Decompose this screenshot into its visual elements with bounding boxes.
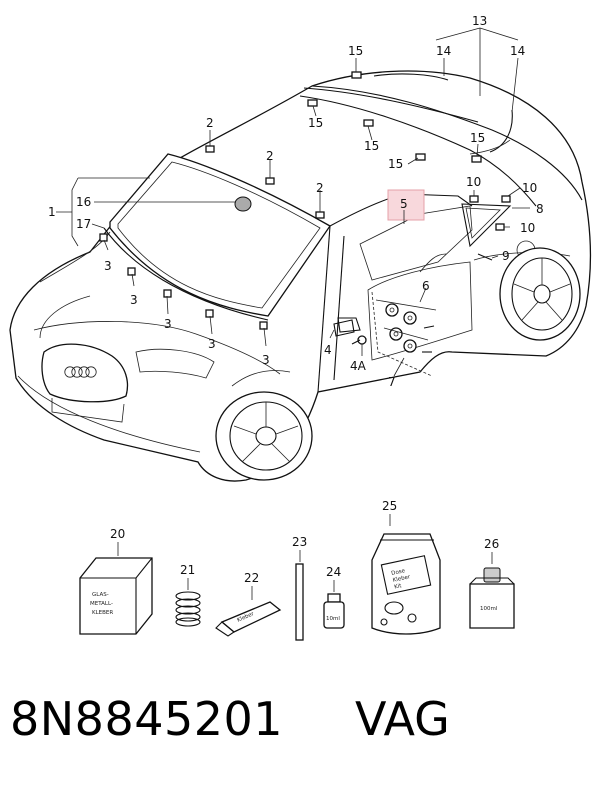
part-24-small-bottle: 24 10ml — [323, 565, 345, 629]
front-wheel — [215, 391, 313, 481]
callout-26: 26 — [484, 537, 499, 551]
callout-5: 5 — [400, 197, 408, 211]
callout-2-mid: 2 — [266, 149, 274, 163]
large-bottle-text: 100ml — [480, 606, 498, 612]
windshield — [109, 153, 331, 317]
callout-7: 7 — [388, 375, 396, 389]
part-22-tube: 22 Kleber — [215, 571, 282, 637]
callout-13: 13 — [472, 14, 487, 28]
callout-1: 1 — [48, 205, 56, 219]
callout-10-c: 10 — [520, 221, 535, 235]
box-text-line-1: GLAS- — [92, 592, 109, 598]
callout-2-right: 2 — [316, 181, 324, 195]
callout-22: 22 — [244, 571, 259, 585]
callout-3-d: 3 — [208, 337, 216, 351]
callout-8: 8 — [536, 202, 544, 216]
callout-14-right: 14 — [510, 44, 525, 58]
callout-labels: 13 14 14 15 15 15 15 15 2 2 2 1 16 17 3 … — [48, 14, 544, 389]
callout-10-b: 10 — [522, 181, 537, 195]
rear-wheel — [499, 247, 581, 341]
footer-bar: 8N8845201 VAG — [0, 686, 600, 776]
part-20-adhesive-box: 20 GLAS- METALL- KLEBER — [79, 527, 153, 635]
callout-2-left: 2 — [206, 116, 214, 130]
callout-21: 21 — [180, 563, 195, 577]
part-number: 8N8845201 — [10, 692, 284, 746]
part-25-adhesive-kit-bag: 25 Dose Kleber Kit — [371, 499, 441, 635]
quarter-window — [461, 203, 512, 248]
callout-10-a: 10 — [466, 175, 481, 189]
leader-lines — [56, 27, 530, 377]
callout-14-left: 14 — [436, 44, 451, 58]
accessory-parts: 20 GLAS- METALL- KLEBER 21 22 Kleber — [79, 499, 515, 641]
car-illustration — [9, 70, 591, 482]
box-text-line-2: METALL- — [90, 601, 113, 607]
highlight-box-part-5 — [387, 189, 425, 221]
callout-24: 24 — [326, 565, 341, 579]
bag-text-line-3: Kit — [394, 583, 403, 591]
callout-3-e: 3 — [262, 353, 270, 367]
front-grille — [41, 343, 129, 403]
callout-3-b: 3 — [130, 293, 138, 307]
audi-logo — [64, 366, 97, 378]
callout-15-mid: 15 — [364, 139, 379, 153]
parts-diagram: 13 14 14 15 15 15 15 15 2 2 2 1 16 17 3 … — [9, 14, 591, 641]
callout-20: 20 — [110, 527, 125, 541]
bag-text-line-2: Kleber — [392, 574, 411, 584]
part-21-coil: 21 — [175, 563, 201, 627]
callout-9: 9 — [502, 249, 510, 263]
callout-17: 17 — [76, 217, 91, 231]
callout-3-c: 3 — [164, 317, 172, 331]
callout-25: 25 — [382, 499, 397, 513]
callout-15-lower: 15 — [388, 157, 403, 171]
callout-15-top: 15 — [348, 44, 363, 58]
callout-15-right: 15 — [470, 131, 485, 145]
part-26-large-bottle: 26 100ml — [469, 537, 515, 629]
callout-16: 16 — [76, 195, 91, 209]
small-bottle-text: 10ml — [326, 616, 340, 622]
bag-text-line-1: Dose — [391, 568, 406, 577]
brand-name: VAG — [355, 692, 450, 746]
callout-23: 23 — [292, 535, 307, 549]
callout-4: 4 — [324, 343, 332, 357]
callout-3-a: 3 — [104, 259, 112, 273]
callout-6: 6 — [422, 279, 430, 293]
callout-4a: 4A — [350, 359, 367, 373]
part-23-rod: 23 — [292, 535, 307, 641]
box-text-line-3: KLEBER — [92, 610, 113, 616]
callout-15-left: 15 — [308, 116, 323, 130]
